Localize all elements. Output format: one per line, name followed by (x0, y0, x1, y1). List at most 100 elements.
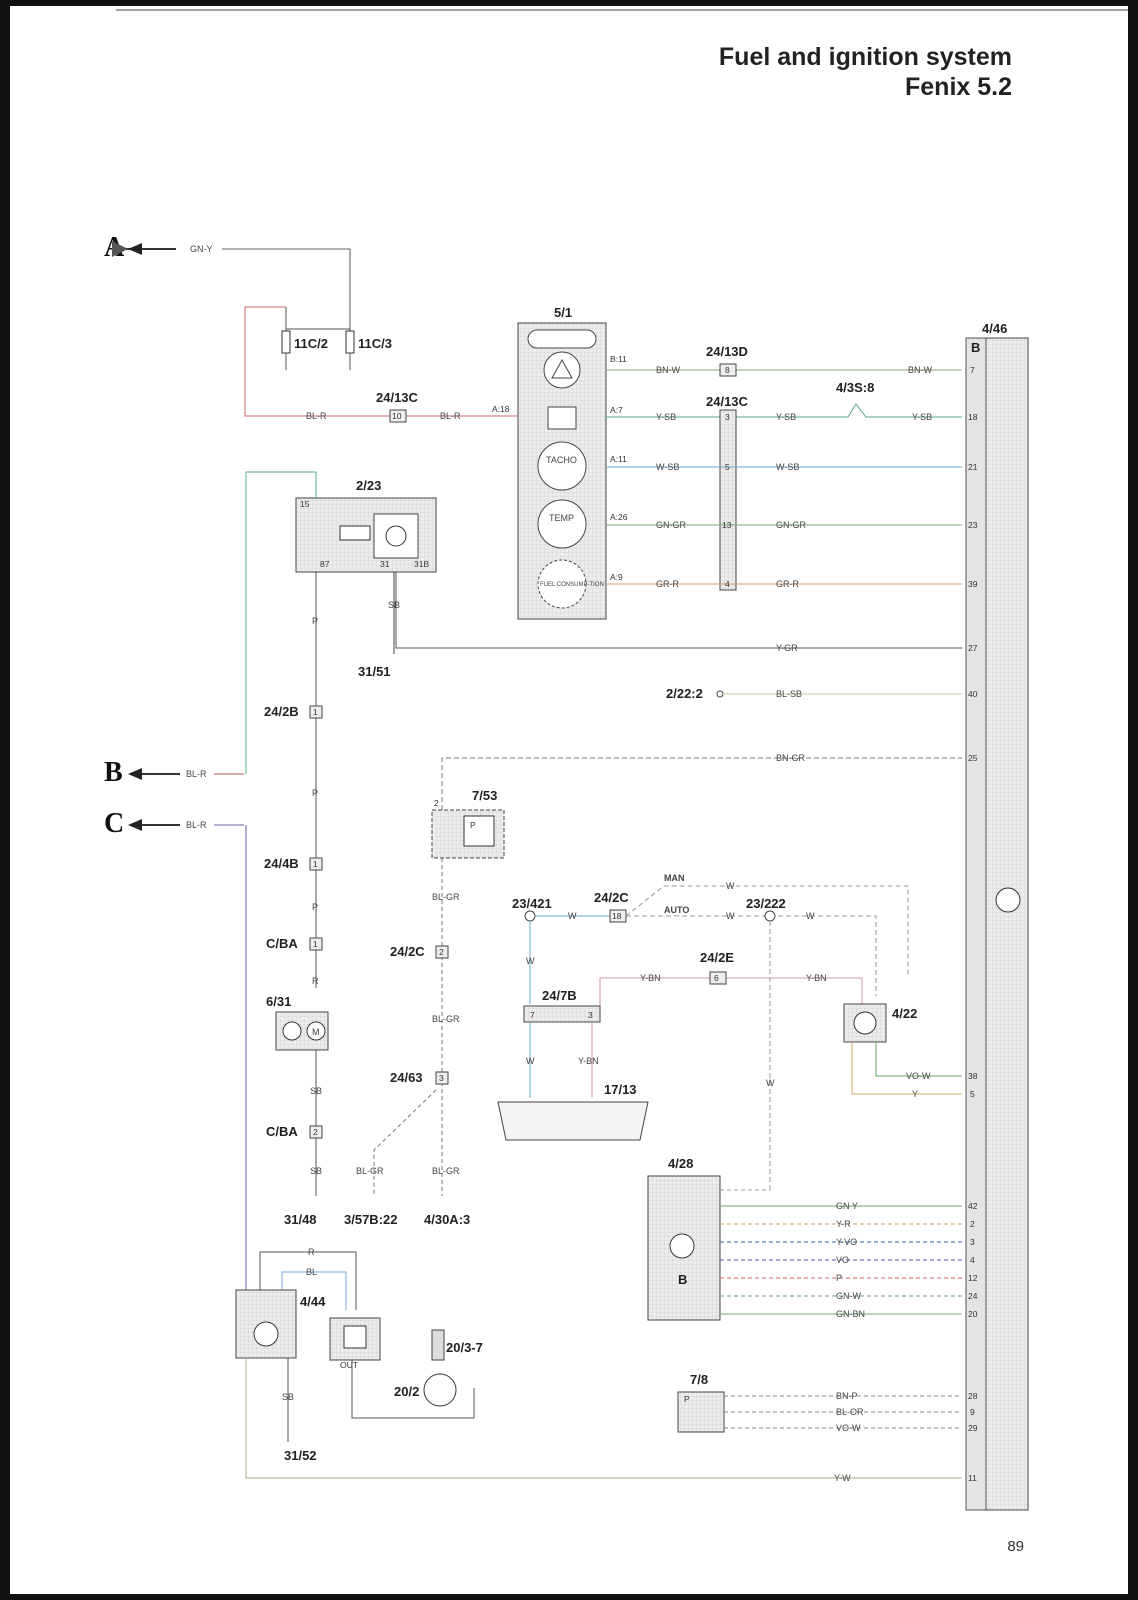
wire-bn-gr (441, 757, 962, 810)
svg-text:1: 1 (313, 939, 318, 949)
svg-text:Y: Y (912, 1089, 918, 1099)
wire-label: BL-R (440, 411, 461, 421)
fuel-pump-6-31: 6/31 M (266, 994, 329, 1051)
tacho-gauge (537, 441, 587, 491)
svg-text:SB: SB (282, 1392, 294, 1402)
svg-text:MAN: MAN (664, 873, 685, 883)
svg-text:P: P (312, 902, 318, 912)
svg-text:31B: 31B (414, 559, 429, 569)
svg-text:31: 31 (380, 559, 390, 569)
wire-y-w (245, 1358, 962, 1479)
svg-text:VO: VO (836, 1255, 849, 1265)
svg-text:23: 23 (968, 520, 978, 530)
svg-text:P: P (836, 1273, 842, 1283)
wire-y-gr (395, 572, 962, 649)
svg-text:R: R (308, 1247, 315, 1257)
svg-text:FUEL CONSUMP-TION: FUEL CONSUMP-TION (540, 582, 604, 588)
svg-text:24/13C: 24/13C (706, 394, 749, 409)
svg-text:TEMP: TEMP (549, 513, 574, 523)
svg-text:W: W (526, 1056, 535, 1066)
connector-a: A GN-Y (104, 232, 350, 263)
svg-text:39: 39 (968, 579, 978, 589)
svg-text:24/63: 24/63 (390, 1070, 423, 1085)
svg-text:23/421: 23/421 (512, 896, 552, 911)
svg-text:BL-OR: BL-OR (836, 1407, 864, 1417)
svg-text:20/3-7: 20/3-7 (446, 1340, 483, 1355)
pressure-sensor-7-8: 7/8 P (677, 1372, 725, 1433)
svg-text:2: 2 (434, 798, 439, 808)
relay-2-23: 2/23 15 87 31 31B (295, 478, 437, 573)
svg-text:2: 2 (439, 947, 444, 957)
svg-text:7: 7 (970, 365, 975, 375)
svg-text:BN-P: BN-P (836, 1391, 858, 1401)
svg-text:BL-GR: BL-GR (356, 1166, 384, 1176)
svg-text:P: P (312, 788, 318, 798)
svg-text:W: W (726, 911, 735, 921)
svg-text:Y-SB: Y-SB (912, 412, 932, 422)
fuse-11c3: 11C/3 (286, 249, 392, 370)
svg-text:13: 13 (722, 520, 732, 530)
svg-text:P: P (684, 1394, 690, 1404)
svg-text:Y-BN: Y-BN (578, 1056, 599, 1066)
svg-text:W-SB: W-SB (776, 462, 799, 472)
svg-text:A:11: A:11 (610, 454, 627, 464)
svg-text:11C/2: 11C/2 (294, 336, 328, 351)
svg-text:1: 1 (313, 707, 318, 717)
diagnostic-socket-17-13: 17/13 (497, 1082, 649, 1141)
svg-text:BL-GR: BL-GR (432, 1014, 460, 1024)
svg-text:2: 2 (970, 1219, 975, 1229)
svg-text:17/13: 17/13 (604, 1082, 637, 1097)
svg-text:18: 18 (968, 412, 978, 422)
svg-text:TACHO: TACHO (546, 455, 577, 465)
svg-text:4/22: 4/22 (892, 1006, 917, 1021)
sensor-4-22: 4/22 (843, 1003, 917, 1043)
svg-text:2: 2 (313, 1127, 318, 1137)
svg-text:A: A (104, 232, 125, 263)
connector-c: C BL-R (104, 808, 244, 839)
svg-text:GR-R: GR-R (776, 579, 799, 589)
svg-text:20/2: 20/2 (394, 1384, 419, 1399)
svg-text:C/BA: C/BA (266, 936, 298, 951)
svg-text:4/30A:3: 4/30A:3 (424, 1212, 470, 1227)
svg-text:GN-W: GN-W (836, 1291, 861, 1301)
svg-text:P: P (312, 616, 318, 626)
svg-text:SB: SB (310, 1166, 322, 1176)
svg-text:3: 3 (725, 412, 730, 422)
svg-text:R: R (312, 976, 319, 986)
svg-text:42: 42 (968, 1201, 978, 1211)
svg-text:BN-W: BN-W (908, 365, 932, 375)
svg-text:Y-BN: Y-BN (806, 973, 827, 983)
svg-text:A:7: A:7 (610, 405, 623, 415)
svg-text:Y-VO: Y-VO (836, 1237, 857, 1247)
svg-text:M: M (312, 1027, 320, 1037)
svg-text:GN-GR: GN-GR (656, 520, 686, 530)
svg-text:38: 38 (968, 1071, 978, 1081)
svg-text:OUT: OUT (340, 1360, 358, 1370)
svg-text:5: 5 (970, 1089, 975, 1099)
svg-text:VO-W: VO-W (906, 1071, 931, 1081)
svg-text:23/222: 23/222 (746, 896, 786, 911)
svg-text:5/1: 5/1 (554, 305, 572, 320)
pressure-sensor-7-53: 7/53 P 2 (431, 788, 505, 859)
svg-text:GN Y: GN Y (836, 1201, 858, 1211)
svg-text:27: 27 (968, 643, 978, 653)
svg-text:3: 3 (588, 1010, 593, 1020)
spark-plug-20-3-7: 20/3-7 20/2 (394, 1329, 483, 1407)
page-number: 89 (1007, 1538, 1024, 1555)
svg-text:11: 11 (968, 1473, 977, 1483)
svg-text:Y-SB: Y-SB (656, 412, 676, 422)
wire-label: GN-Y (190, 244, 213, 254)
ignition-module-4-44: 4/44 OUT (235, 1289, 381, 1370)
svg-text:B: B (971, 340, 980, 355)
svg-text:31/48: 31/48 (284, 1212, 317, 1227)
svg-text:A:9: A:9 (610, 572, 623, 582)
svg-text:25: 25 (968, 753, 978, 763)
svg-text:3/57B:22: 3/57B:22 (344, 1212, 397, 1227)
svg-text:7: 7 (530, 1010, 535, 1020)
svg-text:40: 40 (968, 689, 978, 699)
svg-text:W: W (568, 911, 577, 921)
svg-text:24/2C: 24/2C (594, 890, 629, 905)
svg-text:3: 3 (439, 1073, 444, 1083)
svg-text:W: W (526, 956, 535, 966)
svg-text:24/13D: 24/13D (706, 344, 748, 359)
